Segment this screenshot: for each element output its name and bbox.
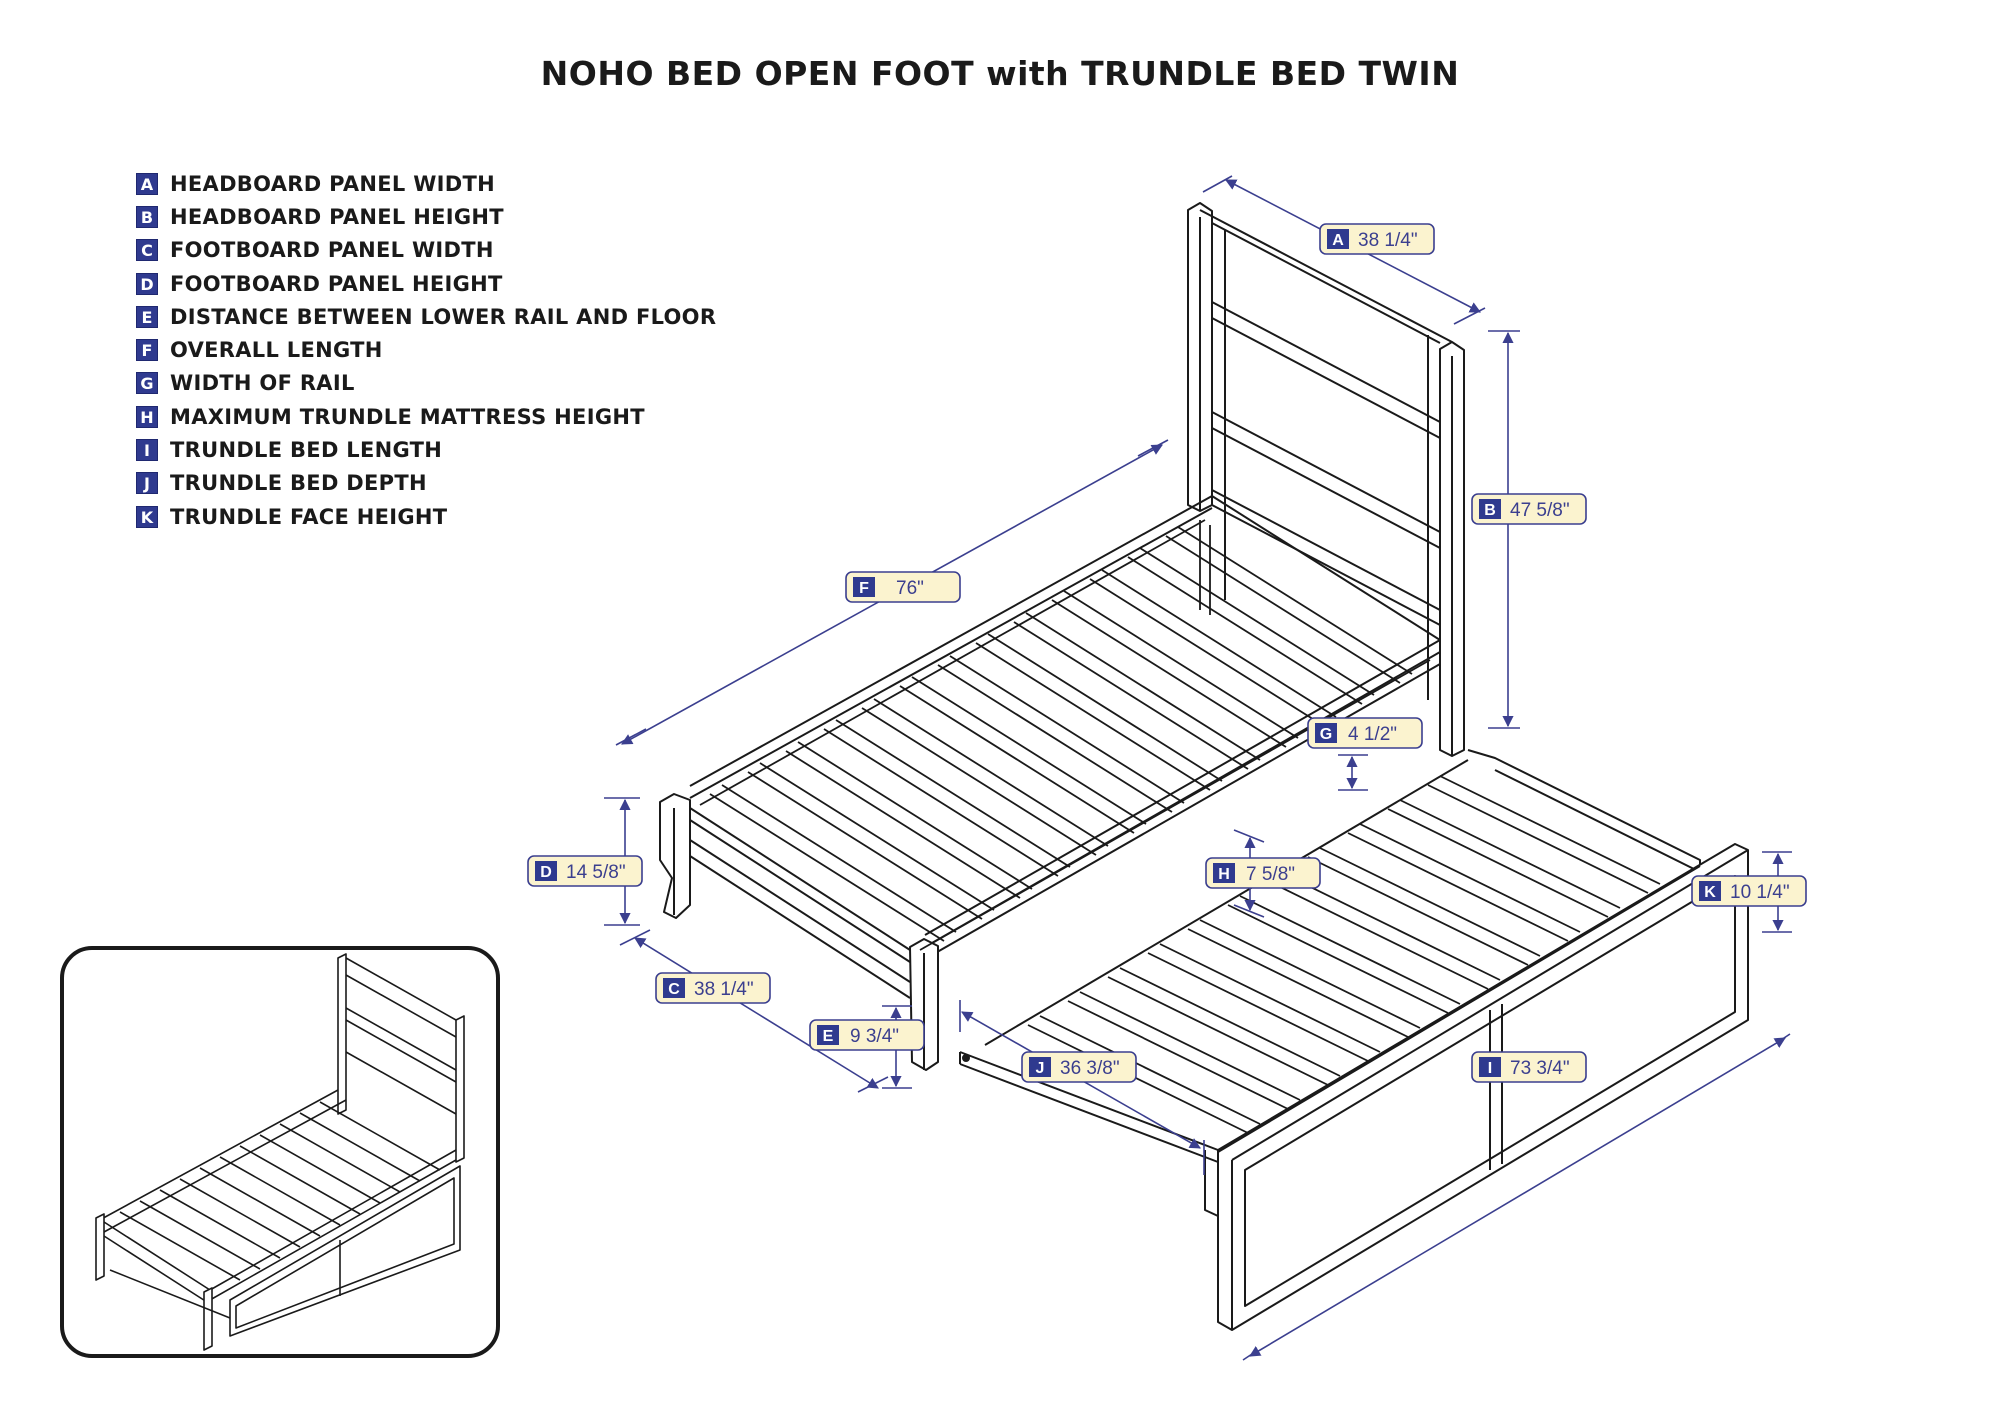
- legend-label-g: WIDTH OF RAIL: [170, 371, 355, 396]
- legend-item-i: I TRUNDLE BED LENGTH: [136, 433, 716, 466]
- callout-e-key: E: [823, 1028, 834, 1045]
- callout-c-value: 38 1/4": [694, 979, 754, 1000]
- callout-i-key: I: [1488, 1060, 1492, 1077]
- callout-h-key: H: [1218, 866, 1230, 883]
- legend-key-b: B: [136, 205, 158, 228]
- legend-label-k: TRUNDLE FACE HEIGHT: [170, 504, 448, 529]
- legend-label-c: FOOTBOARD PANEL WIDTH: [170, 238, 494, 263]
- callout-c-key: C: [668, 981, 680, 998]
- legend-key-f: F: [136, 339, 158, 362]
- callout-d-value: 14 5/8": [566, 862, 626, 883]
- callout-k: K 10 1/4": [1691, 875, 1807, 907]
- legend-item-b: B HEADBOARD PANEL HEIGHT: [136, 200, 716, 233]
- bed-frame-drawing: [659, 202, 1465, 1071]
- callout-a: A 38 1/4": [1319, 223, 1435, 255]
- headboard: [1187, 202, 1465, 757]
- legend-key-j: J: [136, 472, 158, 495]
- callout-d-key: D: [540, 864, 552, 881]
- legend-item-a: A HEADBOARD PANEL WIDTH: [136, 167, 716, 200]
- callout-j: J 36 3/8": [1021, 1051, 1137, 1083]
- assembled-bed-inset: [60, 946, 500, 1358]
- legend-label-i: TRUNDLE BED LENGTH: [170, 438, 443, 463]
- legend-key-a: A: [136, 172, 158, 195]
- legend-label-f: OVERALL LENGTH: [170, 338, 383, 363]
- callout-c: C 38 1/4": [655, 972, 771, 1004]
- legend-key-i: I: [136, 439, 158, 462]
- legend-item-f: F OVERALL LENGTH: [136, 333, 716, 366]
- callout-i-value: 73 3/4": [1510, 1058, 1570, 1079]
- callout-f: F 76": [845, 571, 961, 603]
- legend-label-d: FOOTBOARD PANEL HEIGHT: [170, 271, 503, 296]
- legend-key-k: K: [136, 505, 158, 528]
- legend-item-c: C FOOTBOARD PANEL WIDTH: [136, 234, 716, 267]
- callout-g-key: G: [1320, 726, 1332, 743]
- legend-key-c: C: [136, 239, 158, 262]
- legend-key-g: G: [136, 372, 158, 395]
- callout-j-key: J: [1036, 1060, 1045, 1077]
- callout-b: B 47 5/8": [1471, 493, 1587, 525]
- callout-e: E 9 3/4": [809, 1019, 925, 1051]
- legend-item-k: K TRUNDLE FACE HEIGHT: [136, 500, 716, 533]
- callout-d: D 14 5/8": [527, 855, 643, 887]
- legend-label-h: MAXIMUM TRUNDLE MATTRESS HEIGHT: [170, 404, 645, 429]
- legend-item-j: J TRUNDLE BED DEPTH: [136, 467, 716, 500]
- callout-a-key: A: [1332, 232, 1344, 249]
- callout-a-value: 38 1/4": [1358, 230, 1418, 251]
- callout-h-value: 7 5/8": [1246, 864, 1295, 885]
- trundle-drawing: [959, 749, 1749, 1331]
- page-title: NOHO BED OPEN FOOT with TRUNDLE BED TWIN: [540, 54, 1460, 93]
- callout-b-key: B: [1484, 502, 1496, 519]
- callout-g-value: 4 1/2": [1348, 724, 1397, 745]
- callout-b-value: 47 5/8": [1510, 500, 1570, 521]
- callout-e-value: 9 3/4": [850, 1026, 899, 1047]
- callout-k-key: K: [1704, 884, 1716, 901]
- callout-f-key: F: [859, 580, 869, 597]
- legend-label-b: HEADBOARD PANEL HEIGHT: [170, 204, 504, 229]
- legend-item-d: D FOOTBOARD PANEL HEIGHT: [136, 267, 716, 300]
- callout-i: I 73 3/4": [1471, 1051, 1587, 1083]
- callout-h: H 7 5/8": [1205, 857, 1321, 889]
- callout-f-value: 76": [896, 578, 924, 599]
- legend-label-a: HEADBOARD PANEL WIDTH: [170, 171, 496, 196]
- legend-item-h: H MAXIMUM TRUNDLE MATTRESS HEIGHT: [136, 400, 716, 433]
- legend-key-h: H: [136, 405, 158, 428]
- legend-item-e: E DISTANCE BETWEEN LOWER RAIL AND FLOOR: [136, 300, 716, 333]
- dimension-legend: A HEADBOARD PANEL WIDTH B HEADBOARD PANEL …: [136, 167, 716, 533]
- legend-key-d: D: [136, 272, 158, 295]
- legend-item-g: G WIDTH OF RAIL: [136, 367, 716, 400]
- legend-label-j: TRUNDLE BED DEPTH: [170, 471, 427, 496]
- callout-j-value: 36 3/8": [1060, 1058, 1120, 1079]
- legend-key-e: E: [136, 305, 158, 328]
- legend-label-e: DISTANCE BETWEEN LOWER RAIL AND FLOOR: [170, 304, 717, 329]
- callout-g: G 4 1/2": [1307, 717, 1423, 749]
- callout-k-value: 10 1/4": [1730, 882, 1790, 903]
